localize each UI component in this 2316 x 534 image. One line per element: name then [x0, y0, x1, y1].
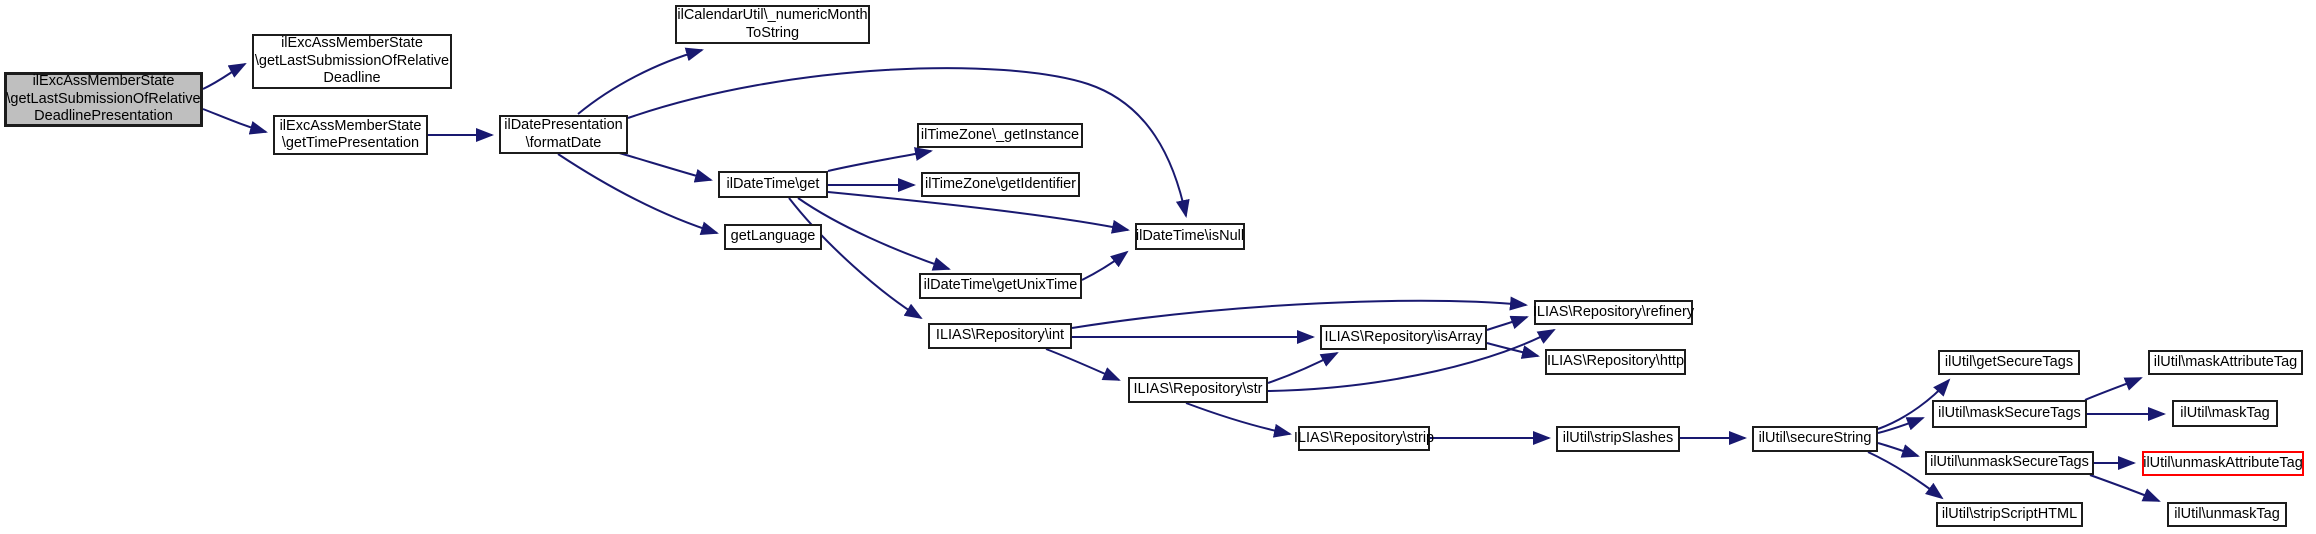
edge-formatDate--numericMonthToString	[577, 47, 704, 115]
node-ilTimeZone-getIdentifier[interactable]: ilTimeZone\getIdentifier	[921, 172, 1080, 197]
edge-ilDateTime-get--repository-int	[788, 197, 923, 320]
node-repository-strip[interactable]: ILIAS\Repository\strip	[1294, 426, 1434, 451]
edge-ilUtil-unmaskSecureTags--ilUtil-unmaskTag	[2089, 474, 2161, 502]
edge-repository-int--repository-refinery	[1071, 296, 1528, 329]
node-ilDateTime-isNull[interactable]: ilDateTime\isNull	[1135, 223, 1245, 250]
edge-repository-int--repository-str	[1045, 348, 1121, 381]
node-formatDate[interactable]: ilDatePresentation \formatDate	[499, 115, 628, 154]
node-ilUtil-stripSlashes[interactable]: ilUtil\stripSlashes	[1556, 426, 1680, 452]
edge-ilDateTime-get--ilDateTime-isNull	[827, 191, 1130, 234]
node-getLastSubmissionOfRelativeDeadlinePresentation: ilExcAssMemberState \getLastSubmissionOf…	[4, 72, 203, 127]
node-ilUtil-getSecureTags[interactable]: ilUtil\getSecureTags	[1938, 350, 2080, 375]
node-ilUtil-unmaskSecureTags[interactable]: ilUtil\unmaskSecureTags	[1925, 451, 2094, 475]
node-getTimePresentation[interactable]: ilExcAssMemberState \getTimePresentation	[273, 115, 428, 155]
node-ilDateTime-get[interactable]: ilDateTime\get	[718, 171, 828, 198]
edge-formatDate--ilDateTime-isNull	[627, 67, 1190, 218]
edge-repository-str--repository-refinery	[1267, 329, 1556, 392]
edge-repository-isArray--repository-refinery	[1486, 315, 1529, 331]
node-ilDateTime-getUnixTime[interactable]: ilDateTime\getUnixTime	[919, 273, 1082, 299]
edge-getLastSubmissionOfRelativeDeadlinePresentation--getLastSubmissionOfRelativeDeadline	[202, 63, 247, 90]
edge-ilUtil-secureString--ilUtil-stripScriptHTML	[1867, 451, 1944, 500]
node-ilTimeZone-getInstance[interactable]: ilTimeZone\_getInstance	[917, 123, 1083, 148]
node-ilUtil-unmaskTag[interactable]: ilUtil\unmaskTag	[2167, 502, 2287, 527]
edge-repository-isArray--repository-http	[1486, 342, 1540, 359]
edge-ilUtil-secureString--ilUtil-maskSecureTags	[1877, 417, 1925, 434]
edge-ilUtil-secureString--ilUtil-unmaskSecureTags	[1877, 442, 1920, 458]
edge-formatDate--getLanguage	[557, 153, 719, 235]
node-getLastSubmissionOfRelativeDeadline[interactable]: ilExcAssMemberState \getLastSubmissionOf…	[252, 34, 452, 89]
node-repository-isArray[interactable]: ILIAS\Repository\isArray	[1320, 325, 1487, 350]
node-ilUtil-maskTag[interactable]: ilUtil\maskTag	[2172, 400, 2278, 427]
edge-ilDateTime-getUnixTime--ilDateTime-isNull	[1081, 250, 1129, 281]
edge-getLastSubmissionOfRelativeDeadlinePresentation--getTimePresentation	[202, 108, 268, 135]
node-ilUtil-stripScriptHTML[interactable]: ilUtil\stripScriptHTML	[1936, 502, 2083, 527]
edge-ilUtil-secureString--ilUtil-getSecureTags	[1877, 378, 1951, 430]
node-ilUtil-maskAttributeTag[interactable]: ilUtil\maskAttributeTag	[2148, 350, 2303, 375]
node-numericMonthToString[interactable]: ilCalendarUtil\_numericMonth ToString	[675, 5, 870, 44]
edge-repository-str--repository-strip	[1185, 402, 1292, 438]
node-ilUtil-unmaskAttributeTag[interactable]: ilUtil\unmaskAttributeTag	[2142, 451, 2304, 476]
edge-ilDateTime-get--ilDateTime-getUnixTime	[797, 197, 951, 271]
edge-formatDate--ilDateTime-get	[615, 151, 713, 183]
node-repository-str[interactable]: ILIAS\Repository\str	[1128, 377, 1268, 403]
node-ilUtil-maskSecureTags[interactable]: ilUtil\maskSecureTags	[1932, 400, 2087, 428]
node-repository-refinery[interactable]: ILIAS\Repository\refinery	[1533, 300, 1694, 325]
edge-group	[202, 47, 2166, 502]
node-repository-int[interactable]: ILIAS\Repository\int	[928, 323, 1072, 349]
node-repository-http[interactable]: ILIAS\Repository\http	[1545, 349, 1686, 375]
edge-repository-str--repository-isArray	[1267, 352, 1339, 384]
node-getLanguage[interactable]: getLanguage	[724, 224, 822, 250]
edge-ilDateTime-get--ilTimeZone-getInstance	[827, 147, 933, 172]
edge-ilUtil-maskSecureTags--ilUtil-maskAttributeTag	[2084, 377, 2143, 401]
node-ilUtil-secureString[interactable]: ilUtil\secureString	[1752, 426, 1878, 452]
